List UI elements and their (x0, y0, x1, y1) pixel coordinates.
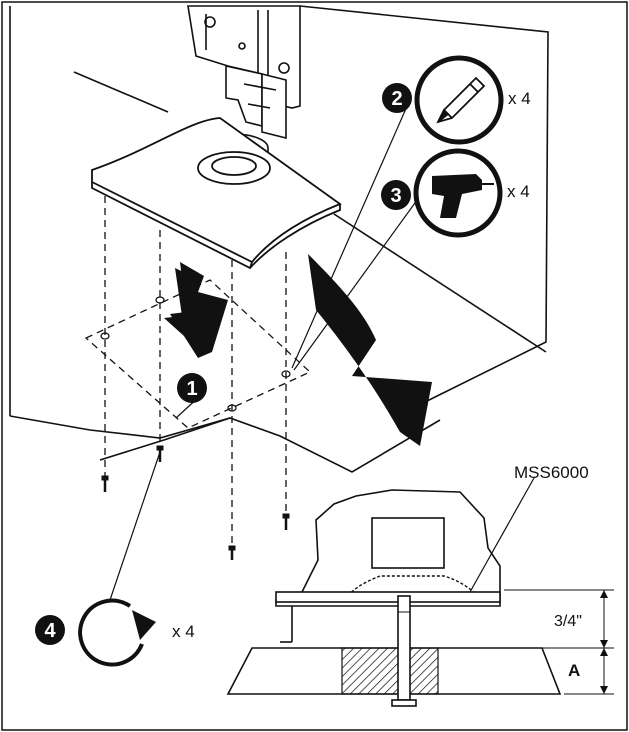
step-4-number: 4 (44, 620, 56, 642)
step-3-quantity: x 4 (507, 182, 530, 201)
step-2-number: 2 (391, 88, 402, 110)
screw (101, 475, 109, 492)
footprint-holes (100, 296, 291, 412)
step-2-quantity: x 4 (508, 89, 531, 108)
rotate-clockwise-icon (78, 598, 156, 667)
model-label: MSS6000 (514, 463, 589, 482)
step-3-number: 3 (390, 185, 401, 207)
step-3-callout: 3 x 4 (381, 148, 530, 238)
drill-icon (432, 174, 494, 218)
step-2-callout: 2 x 4 (382, 55, 531, 145)
mounting-bracket (187, 5, 301, 140)
base-plate (91, 117, 342, 270)
screw (282, 513, 290, 530)
step-1-callout: 1 (177, 373, 207, 403)
screw-guide-lines (104, 196, 287, 548)
dimension-a-label: A (568, 661, 580, 680)
curved-arrow-icon (308, 254, 432, 446)
down-arrow-icon (164, 268, 222, 354)
step-4-callout: 4 x 4 (35, 451, 195, 667)
cross-section-detail: MSS6000 3/4" A (226, 463, 614, 707)
thickness-label: 3/4" (554, 613, 582, 630)
step-1-number: 1 (186, 378, 197, 400)
pencil-icon (436, 76, 486, 124)
step-4-quantity: x 4 (172, 622, 195, 641)
screw (228, 545, 236, 560)
background-surfaces (9, 5, 549, 473)
